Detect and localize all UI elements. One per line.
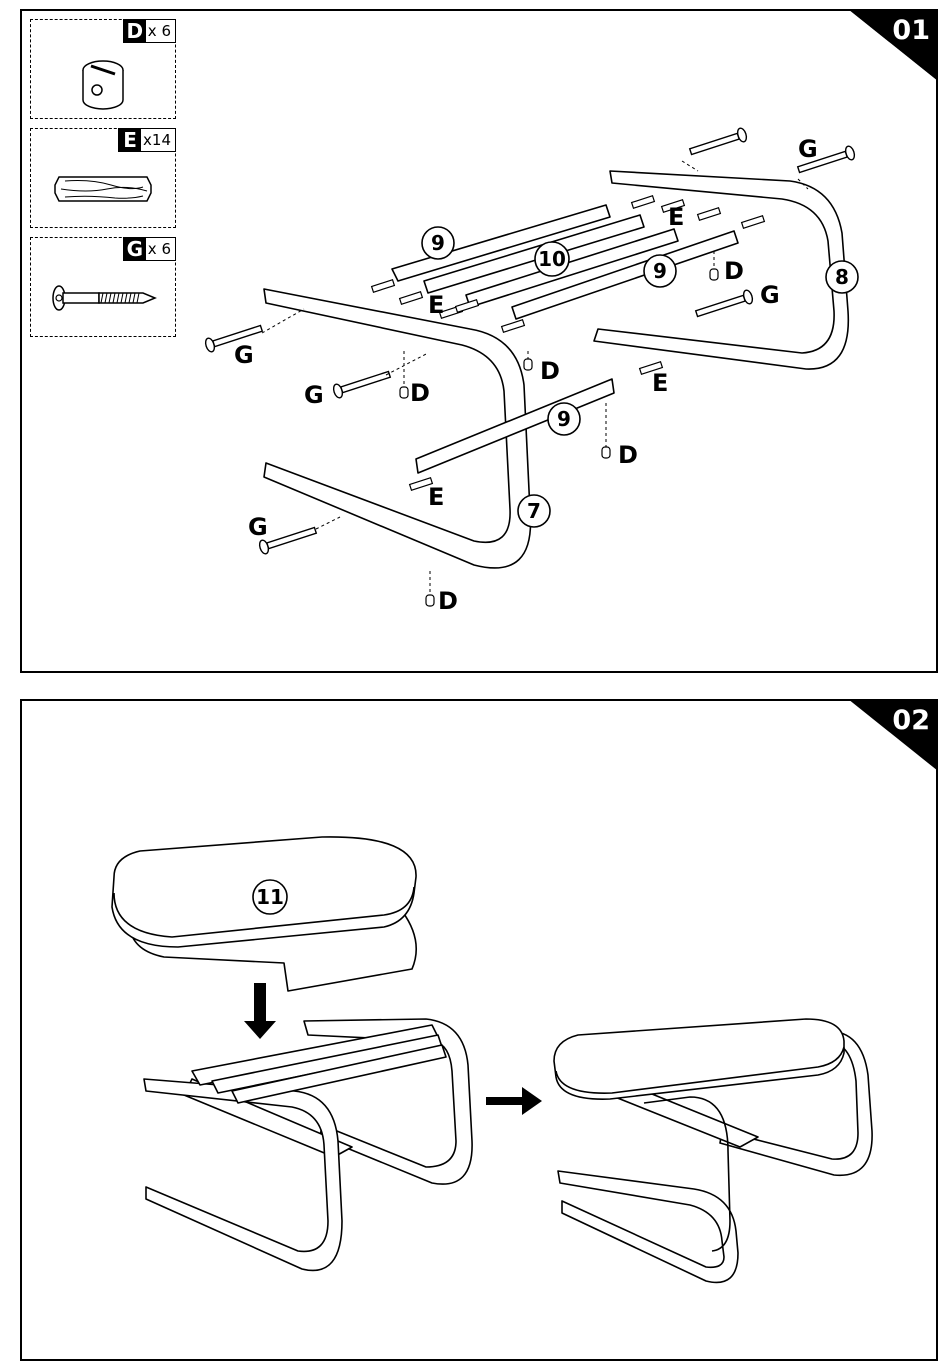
step-1-panel: 01 D x 6 E x14 G x 6 [20, 9, 938, 673]
step-1-diagram: G G G G G D D D D D E E E E 9 10 9 8 9 [22, 11, 938, 673]
arrow-right-icon [486, 1087, 542, 1115]
arrow-down-icon [244, 983, 276, 1039]
label-d-4: D [618, 441, 638, 469]
part-10-callout: 10 [538, 247, 566, 271]
step-2-diagram: 11 [22, 701, 938, 1361]
label-g-2: G [304, 381, 324, 409]
label-e-1: E [428, 291, 444, 319]
label-d-5: D [724, 257, 744, 285]
label-g-4: G [798, 135, 818, 163]
label-g-1: G [234, 341, 254, 369]
label-d-3: D [540, 357, 560, 385]
frame-with-slats [144, 1019, 472, 1270]
part-7-callout: 7 [527, 499, 541, 523]
part-9-callout-a: 9 [431, 231, 445, 255]
label-e-4: E [428, 483, 444, 511]
label-d-1: D [410, 379, 430, 407]
label-e-3: E [652, 369, 668, 397]
part-11-callout: 11 [256, 885, 284, 909]
label-e-2: E [668, 203, 684, 231]
assembled-ottoman [554, 1019, 872, 1282]
barrel-nut-group [400, 269, 718, 606]
label-d-2: D [438, 587, 458, 615]
part-8-callout: 8 [835, 265, 849, 289]
part-9-callout-b: 9 [653, 259, 667, 283]
label-g-3: G [248, 513, 268, 541]
label-g-5: G [760, 281, 780, 309]
cushion-part-11 [112, 837, 416, 991]
step-2-panel: 02 11 [20, 699, 938, 1361]
part-9-callout-c: 9 [557, 407, 571, 431]
